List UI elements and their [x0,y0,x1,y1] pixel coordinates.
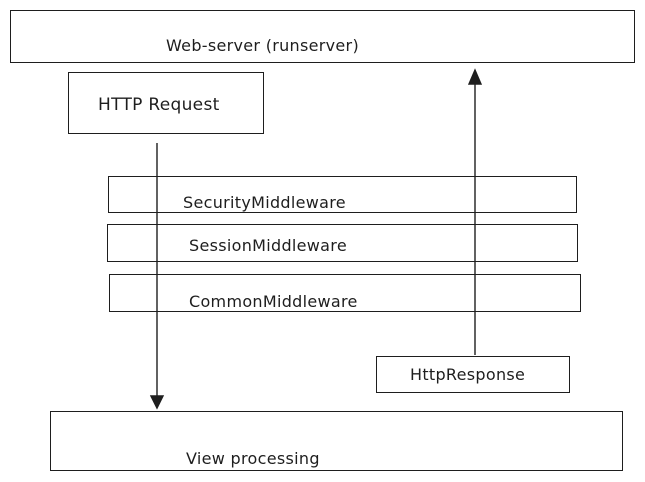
common-middleware-box [109,274,581,312]
http-response-label: HttpResponse [410,365,526,384]
view-processing-label: View processing [186,449,320,468]
web-server-label: Web-server (runserver) [166,36,359,55]
http-request-box [68,72,264,134]
session-middleware-box [107,224,578,262]
view-processing-box [50,411,623,471]
http-request-label: HTTP Request [98,95,220,115]
session-middleware-label: SessionMiddleware [189,236,347,255]
http-response-box [376,356,570,393]
web-server-box [10,10,635,63]
common-middleware-label: CommonMiddleware [189,292,358,311]
security-middleware-label: SecurityMiddleware [183,193,346,212]
security-middleware-box [108,176,577,213]
